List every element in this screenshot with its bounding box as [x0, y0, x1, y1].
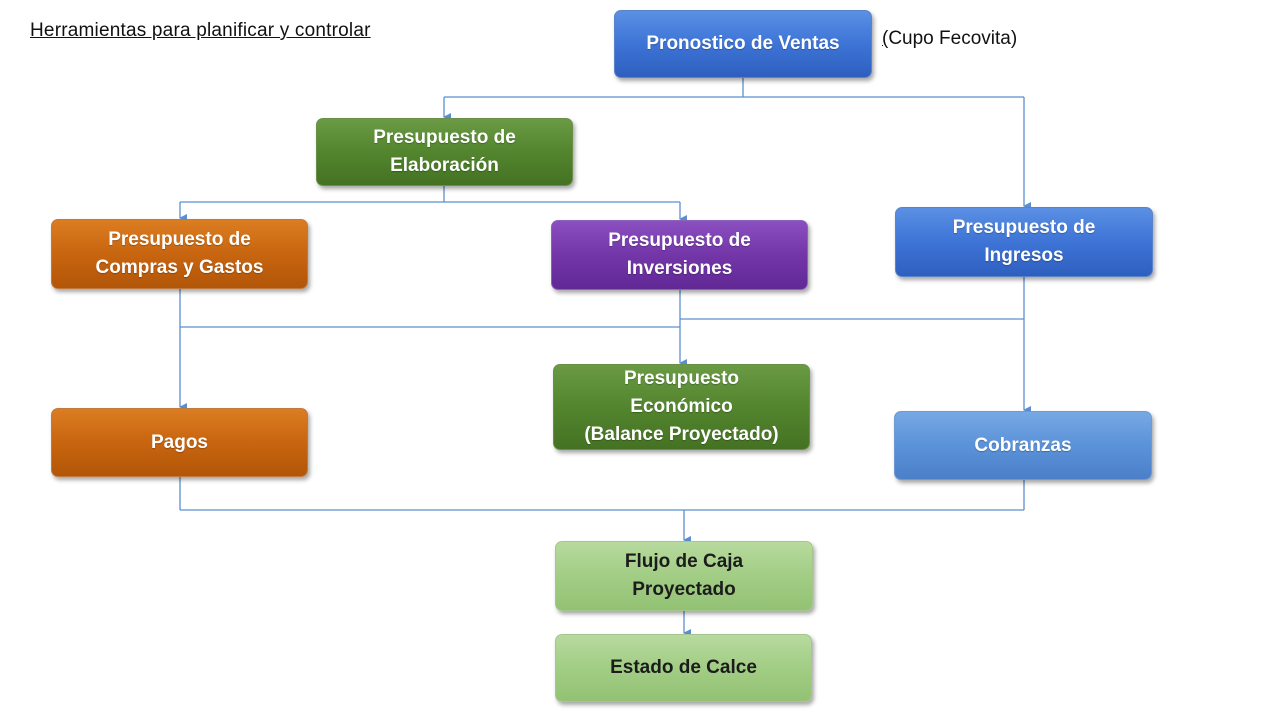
- box-flujo-de-caja[interactable]: Flujo de Caja Proyectado: [555, 541, 813, 611]
- box-presupuesto-elaboracion[interactable]: Presupuesto de Elaboración: [316, 118, 573, 186]
- cupo-note-paren: (: [882, 28, 889, 49]
- box-estado-de-calce[interactable]: Estado de Calce: [555, 634, 812, 702]
- box-pagos[interactable]: Pagos: [51, 408, 308, 477]
- box-label: Presupuesto de Compras y Gastos: [95, 229, 264, 278]
- box-presupuesto-compras-gastos[interactable]: Presupuesto de Compras y Gastos: [51, 219, 308, 289]
- cupo-note-text: Cupo Fecovita): [888, 28, 1018, 49]
- box-presupuesto-economico[interactable]: Presupuesto Económico (Balance Proyectad…: [553, 364, 810, 450]
- box-pronostico-de-ventas[interactable]: Pronostico de Ventas: [614, 10, 872, 78]
- box-label: Presupuesto de Ingresos: [952, 217, 1096, 266]
- box-label: Pagos: [150, 431, 209, 453]
- cupo-note: (Cupo Fecovita): [882, 28, 1017, 50]
- page-title: Herramientas para planificar y controlar: [30, 20, 371, 41]
- box-label: Pronostico de Ventas: [646, 33, 840, 54]
- box-cobranzas[interactable]: Cobranzas: [894, 411, 1152, 480]
- box-presupuesto-inversiones[interactable]: Presupuesto de Inversiones: [551, 220, 808, 290]
- box-label: Presupuesto de Inversiones: [608, 230, 751, 279]
- box-label: Presupuesto de Elaboración: [373, 127, 516, 176]
- box-presupuesto-ingresos[interactable]: Presupuesto de Ingresos: [895, 207, 1153, 277]
- box-label: Flujo de Caja Proyectado: [624, 551, 744, 600]
- box-label: Estado de Calce: [610, 657, 757, 678]
- box-label: Cobranzas: [974, 434, 1072, 456]
- box-label: Presupuesto Económico (Balance Proyectad…: [584, 368, 779, 445]
